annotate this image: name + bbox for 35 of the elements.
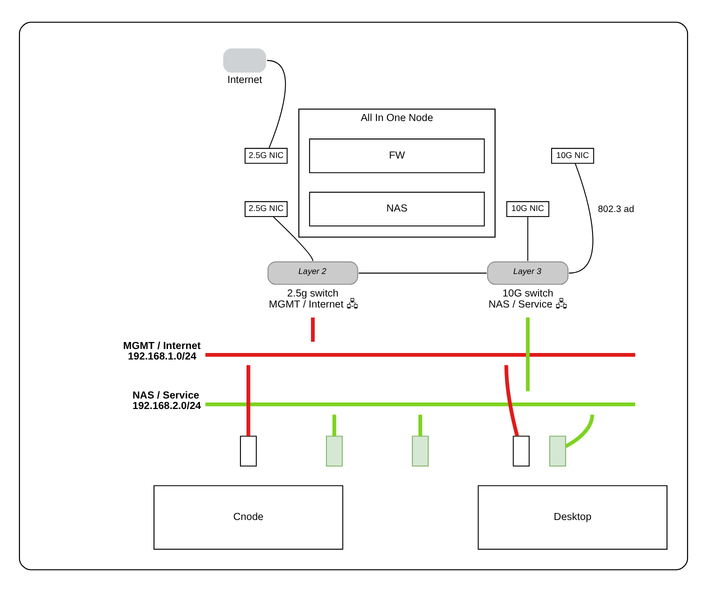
node-box: 2.5G NIC: [244, 200, 288, 217]
connector: [568, 162, 594, 274]
connector: [266, 60, 286, 148]
node-box: FW: [309, 138, 485, 173]
node-box: [205, 352, 636, 356]
node-box: [412, 435, 429, 466]
node-label: 10G switch NAS / Service 🖧: [488, 288, 566, 310]
connector: [526, 317, 530, 391]
node-label: 2.5g switch MGMT / Internet 🖧: [268, 288, 358, 310]
connector: [310, 317, 315, 342]
node-box: [205, 402, 636, 406]
connector: [418, 414, 422, 436]
connector: [332, 414, 336, 436]
connector: [358, 272, 488, 274]
node-box: [240, 435, 257, 466]
node-box: 2.5G NIC: [244, 147, 288, 164]
connector: [246, 364, 250, 436]
node-label: NAS / Service 192.168.2.0/24: [132, 390, 202, 412]
node-box: Desktop: [478, 484, 668, 550]
connector: [527, 216, 528, 261]
node-box: 10G NIC: [551, 147, 594, 164]
connector: [272, 216, 314, 261]
node-box: [223, 48, 266, 72]
node-box: NAS: [309, 191, 485, 226]
node-box: [326, 435, 343, 466]
connector: [564, 414, 594, 448]
connector: [504, 364, 519, 436]
node-box: [549, 435, 566, 466]
node-label: MGMT / Internet 192.168.1.0/24: [123, 340, 201, 362]
node-box: Cnode: [154, 484, 344, 550]
edge-label: 802.3 ad: [598, 203, 634, 214]
node-box: 10G NIC: [506, 200, 550, 217]
cluster: [18, 21, 688, 570]
node-label: Internet: [227, 74, 262, 86]
node-box: [512, 435, 530, 466]
